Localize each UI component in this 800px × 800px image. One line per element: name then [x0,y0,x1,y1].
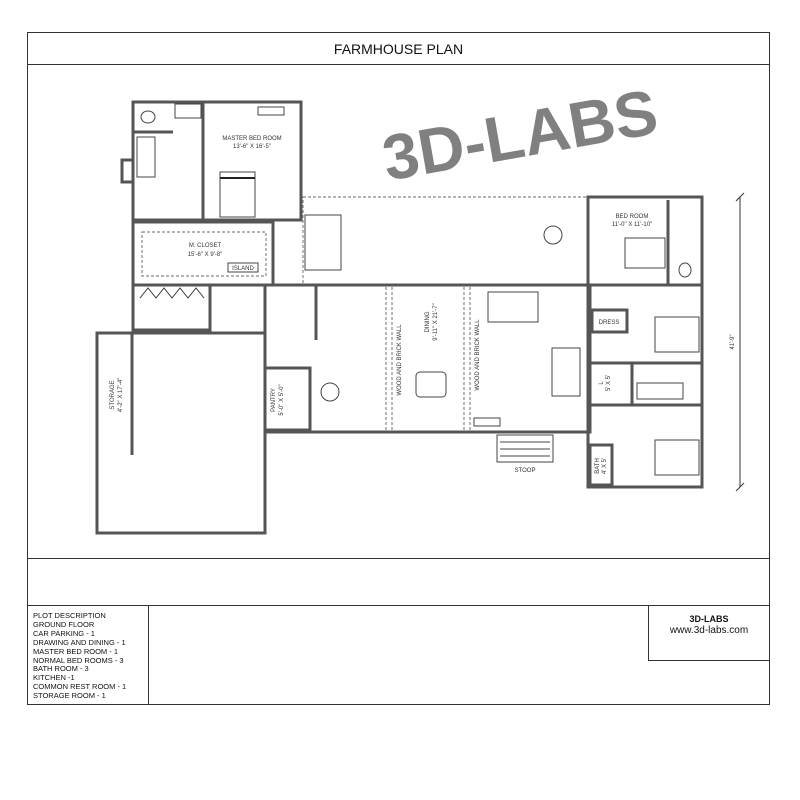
dresser-icon [257,106,285,116]
plot-description: PLOT DESCRIPTION GROUND FLOOR CAR PARKIN… [28,606,149,704]
patio [302,196,589,286]
toilet-icon-2 [678,262,692,278]
bed-icon-1 [624,237,666,269]
toilet-size: 5' X 5' [606,375,612,391]
island-label: ISLAND [232,266,254,272]
patio-table-icon [304,214,342,271]
sofa-set-icon [487,291,539,323]
desc-line: KITCHEN -1 [33,673,75,683]
round-table-icon [543,225,563,245]
pantry-label: PANTRY [271,388,277,412]
dining-size: 9'-11" X 21'-7" [433,303,439,340]
storage-size: 4'-2" X 17'-4" [118,378,124,413]
desc-line: MASTER BED ROOM - 1 [33,646,119,656]
island-box [227,262,259,273]
brand-block: 3D-LABS www.3d-labs.com [648,606,769,661]
desc-line: GROUND FLOOR [33,619,95,629]
dining-table-icon [415,371,447,398]
sofa-set-icon-2 [551,347,581,397]
wall-label-1: WOOD AND BRICK WALL [397,324,403,396]
brand-name: 3D-LABS [689,614,729,624]
desc-line: NORMAL BED ROOMS - 3 [33,655,124,665]
pantry-size: 5'-0" X 5'-0" [279,384,285,415]
stoop: STOOP [496,434,554,474]
bath-label: BATH [595,458,601,474]
toilet-icon [140,110,156,124]
dimension-label: 41'-9" [730,334,736,349]
desc-line: BATH ROOM - 3 [33,664,89,674]
toilet-label: L [599,381,605,385]
bathtub-icon [136,136,156,178]
master-bed-icon [219,171,256,218]
dress-label: DRESS [599,320,620,326]
desc-line: STORAGE ROOM - 1 [33,691,106,701]
bedroom-wing: BED ROOM 11'-0" X 11'-10" DRESS L 5' X 5… [586,195,704,489]
closet-size: 15'-6" X 9'-8" [188,252,223,258]
master-bed-size: 13'-6" X 16'-5" [233,144,271,150]
closet-label: M. CLOSET [189,243,222,249]
drawing-frame: FARMHOUSE PLAN PLOT DESCRIPTION GROUND F… [27,32,770,705]
wall-label-2: WOOD AND BRICK WALL [475,319,481,391]
master-closet: M. CLOSET 15'-6" X 9'-8" ISLAND [131,220,275,332]
watermark: 3D-LABS [377,75,663,194]
storage-label: STORAGE [110,380,116,409]
desc-line: CAR PARKING - 1 [33,628,95,638]
desc-line: PLOT DESCRIPTION [33,611,106,620]
garage: STORAGE 4'-2" X 17'-4" [95,331,267,535]
bathtub-icon-2 [636,382,684,400]
dining-label: DINING [425,311,431,332]
brand-url: www.3d-labs.com [669,625,749,636]
tv-unit-icon [473,417,501,427]
bedroom-label: BED ROOM [616,214,649,220]
dimension-line: 41'-9" [730,192,745,492]
stoop-label: STOOP [515,468,536,474]
master-bed-label: MASTER BED ROOM [222,136,281,142]
bath-size: 4' X 5' [602,458,608,474]
bed-icon-3 [654,439,700,476]
plan-title: FARMHOUSE PLAN [28,33,769,65]
desc-line: COMMON REST ROOM - 1 [33,682,127,692]
stairs-icon [174,103,202,119]
desc-line: DRAWING AND DINING - 1 [33,637,126,647]
main-living: PANTRY 5'-0" X 5'-0" WOOD AND BRICK WALL… [263,283,592,434]
master-suite: MASTER BED ROOM 13'-6" X 16'-5" [120,100,303,222]
kitchen-table-icon [320,382,340,402]
bedroom-size: 11'-0" X 11'-10" [612,222,652,228]
bed-icon-2 [654,316,700,353]
blank-row [28,558,769,606]
